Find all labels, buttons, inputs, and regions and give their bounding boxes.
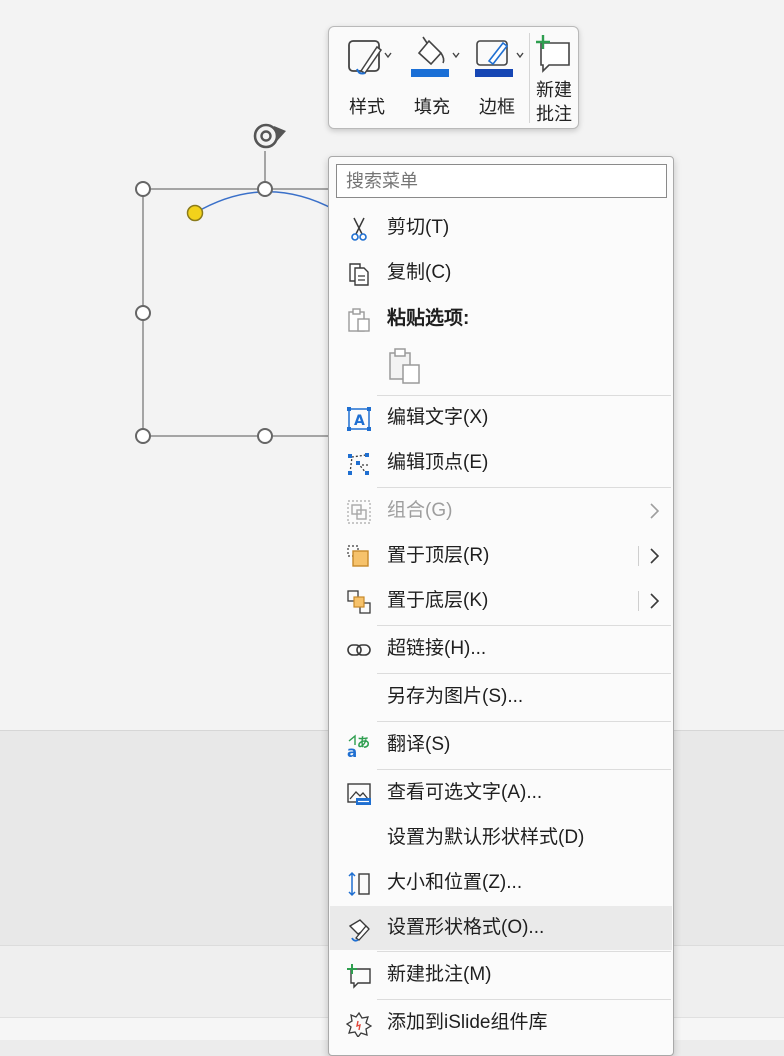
menu-item-label: 查看可选文字(A)... xyxy=(387,782,543,803)
resize-handle-middle-left[interactable] xyxy=(135,305,151,321)
menu-separator xyxy=(377,769,671,770)
menu-item-edit-text[interactable]: A 编辑文字(X) xyxy=(330,396,672,440)
edit-points-icon xyxy=(348,453,369,475)
menu-item-label: 编辑文字(X) xyxy=(387,407,489,428)
menu-item-add-to-islide[interactable]: 添加到iSlide组件库 xyxy=(330,1001,672,1045)
style-button[interactable]: 样式 xyxy=(337,33,397,123)
menu-item-edit-points[interactable]: 编辑顶点(E) xyxy=(330,441,672,485)
menu-item-paste-options: 粘贴选项: xyxy=(330,297,672,341)
menu-item-new-comment[interactable]: 新建批注(M) xyxy=(330,953,672,997)
new-comment-label-1: 新建 xyxy=(536,80,572,100)
menu-item-label: 添加到iSlide组件库 xyxy=(387,1012,548,1033)
menu-item-label: 编辑顶点(E) xyxy=(387,452,489,473)
menu-item-send-to-back[interactable]: 置于底层(K) xyxy=(330,579,672,623)
link-icon xyxy=(347,644,371,656)
chevron-right-icon xyxy=(650,503,660,519)
rotate-handle-icon[interactable] xyxy=(253,123,286,149)
border-button[interactable]: 边框 xyxy=(467,33,527,123)
menu-item-bring-to-front[interactable]: 置于顶层(R) xyxy=(330,534,672,578)
clipboard-icon xyxy=(348,308,370,332)
resize-handle-bottom-center[interactable] xyxy=(257,428,273,444)
svg-text:あ: あ xyxy=(357,736,370,751)
menu-item-label: 置于顶层(R) xyxy=(387,545,490,566)
menu-item-alt-text[interactable]: 查看可选文字(A)... xyxy=(330,771,672,815)
submenu-divider xyxy=(638,591,639,611)
adjust-handle[interactable] xyxy=(186,204,204,222)
send-to-back-icon xyxy=(347,590,371,614)
group-icon xyxy=(347,500,371,524)
toolbar-divider xyxy=(529,33,530,123)
copy-icon xyxy=(349,263,369,286)
translate-icon: a あ xyxy=(347,734,370,759)
menu-item-label: 复制(C) xyxy=(387,262,452,283)
menu-item-label: 剪切(T) xyxy=(387,217,450,238)
menu-item-label: 设置形状格式(O)... xyxy=(387,917,545,938)
menu-separator xyxy=(377,951,671,952)
menu-item-label: 粘贴选项: xyxy=(387,308,470,329)
menu-item-group[interactable]: 组合(G) xyxy=(330,489,672,533)
border-label: 边框 xyxy=(479,97,515,117)
alt-text-icon xyxy=(347,783,371,805)
paste-icon xyxy=(389,348,420,384)
menu-item-label: 组合(G) xyxy=(387,500,453,521)
menu-separator xyxy=(377,487,671,488)
menu-item-label: 另存为图片(S)... xyxy=(387,686,524,707)
fill-button[interactable]: 填充 xyxy=(401,33,463,123)
menu-item-set-default-shape[interactable]: 设置为默认形状样式(D) xyxy=(330,816,672,860)
menu-separator xyxy=(377,721,671,722)
resize-handle-top-left[interactable] xyxy=(135,181,151,197)
paste-keep-source-button[interactable] xyxy=(387,347,427,391)
new-comment-icon xyxy=(536,35,570,73)
scissors-icon xyxy=(351,217,367,241)
menu-separator xyxy=(377,625,671,626)
menu-separator xyxy=(377,999,671,1000)
islide-puzzle-icon xyxy=(346,1011,372,1037)
fill-label: 填充 xyxy=(414,97,450,117)
style-label: 样式 xyxy=(349,97,385,117)
submenu-divider xyxy=(638,546,639,566)
resize-handle-bottom-left[interactable] xyxy=(135,428,151,444)
menu-item-label: 新建批注(M) xyxy=(387,964,492,985)
shape-style-icon xyxy=(348,40,392,75)
new-comment-button[interactable]: 新建 批注 xyxy=(531,33,577,124)
fill-color-swatch xyxy=(411,69,449,77)
menu-item-label: 超链接(H)... xyxy=(387,638,487,659)
menu-item-cut[interactable]: 剪切(T) xyxy=(330,206,672,250)
selection-box xyxy=(142,188,344,437)
bring-to-front-icon xyxy=(347,545,369,567)
menu-item-label: 置于底层(K) xyxy=(387,590,489,611)
context-menu: 剪切(T) 复制(C) 粘贴选项: A 编辑文字(X xyxy=(328,156,674,1056)
menu-item-translate[interactable]: a あ 翻译(S) xyxy=(330,723,672,767)
menu-item-label: 大小和位置(Z)... xyxy=(387,872,523,893)
menu-item-label: 翻译(S) xyxy=(387,734,451,755)
menu-search-input[interactable] xyxy=(336,164,667,198)
menu-item-format-shape[interactable]: 设置形状格式(O)... xyxy=(330,906,672,950)
edit-text-icon: A xyxy=(347,407,371,431)
size-position-icon xyxy=(348,871,370,897)
chevron-right-icon[interactable] xyxy=(648,591,662,611)
menu-item-save-as-picture[interactable]: 另存为图片(S)... xyxy=(330,675,672,719)
mini-toolbar: 样式 填充 边框 新建 批注 xyxy=(328,26,579,129)
format-shape-icon xyxy=(348,919,370,942)
menu-separator xyxy=(377,673,671,674)
menu-item-hyperlink[interactable]: 超链接(H)... xyxy=(330,627,672,671)
new-comment-icon xyxy=(347,964,371,989)
menu-item-copy[interactable]: 复制(C) xyxy=(330,251,672,295)
chevron-right-icon[interactable] xyxy=(648,546,662,566)
outline-pen-icon xyxy=(475,40,524,77)
menu-item-label: 设置为默认形状样式(D) xyxy=(387,827,585,848)
new-comment-label-2: 批注 xyxy=(536,104,572,124)
menu-separator xyxy=(377,395,671,396)
menu-item-size-position[interactable]: 大小和位置(Z)... xyxy=(330,861,672,905)
svg-text:A: A xyxy=(354,413,365,429)
svg-text:a: a xyxy=(347,743,357,759)
border-color-swatch xyxy=(475,69,513,77)
resize-handle-top-center[interactable] xyxy=(257,181,273,197)
paint-bucket-icon xyxy=(411,36,460,77)
